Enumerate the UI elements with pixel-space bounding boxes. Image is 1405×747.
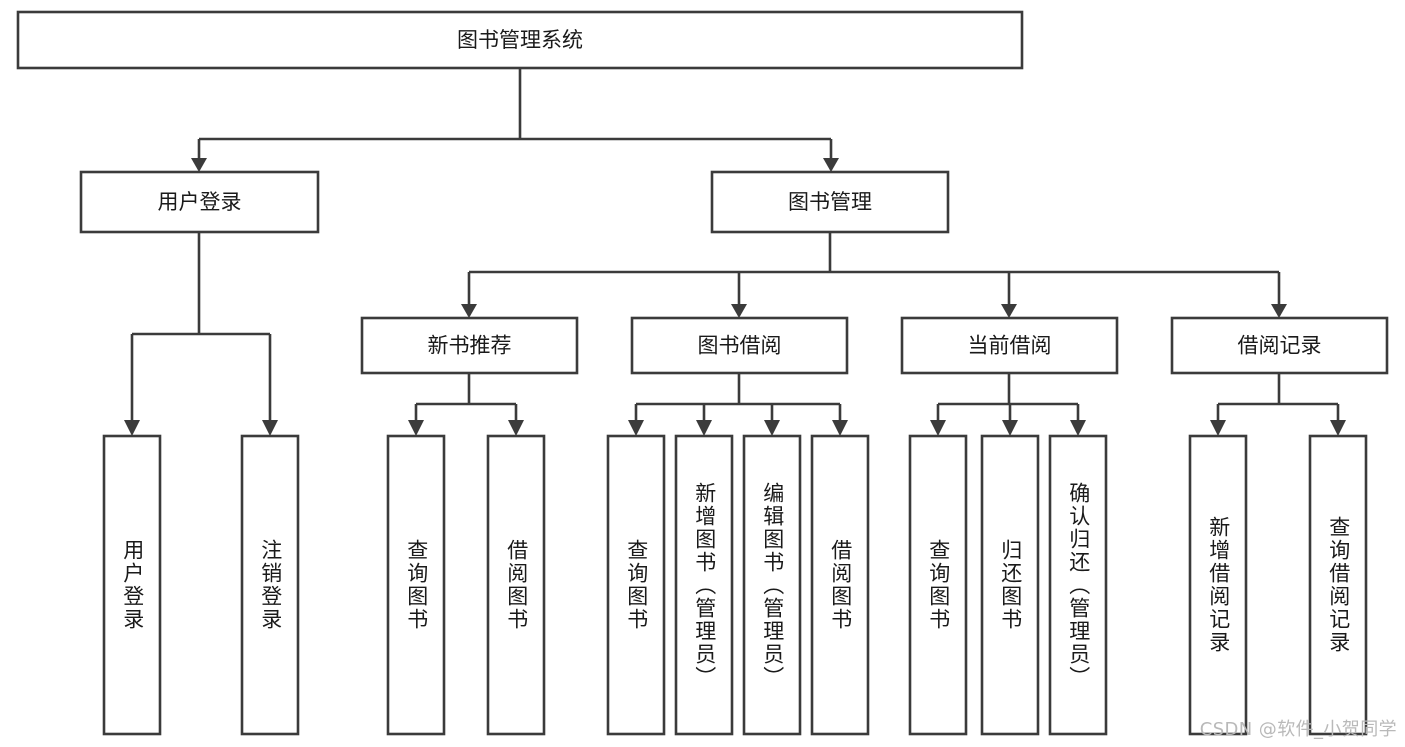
leaf-box[interactable] [486,434,546,736]
node-user-login[interactable]: 用户登录 [79,170,320,234]
node-root-label: 图书管理系统 [457,28,583,52]
arrowhead-icon [191,158,207,172]
node-book-management-label: 图书管理 [788,190,872,214]
leaf-box[interactable] [240,434,300,736]
arrowhead-icon [1002,420,1018,436]
leaf-box[interactable] [1308,434,1368,736]
node-new-book-recommend-label: 新书推荐 [428,334,512,358]
node-borrow-record[interactable]: 借阅记录 [1170,316,1389,375]
arrowhead-icon [1330,420,1346,436]
arrowhead-icon [1070,420,1086,436]
leaf-boxes [102,434,1368,736]
node-book-management[interactable]: 图书管理 [710,170,950,234]
node-user-login-label: 用户登录 [158,190,242,214]
leaf-box[interactable] [606,434,666,736]
arrowhead-icon [930,420,946,436]
connector-new-book-rec-to-leaves [408,373,524,436]
arrowhead-icon [1271,304,1287,318]
arrowhead-icon [696,420,712,436]
watermark: CSDN @软件_小贺同学 [1199,719,1397,740]
connector-book-mgmt-to-level3 [461,232,1287,318]
leaf-box[interactable] [1188,434,1248,736]
arrowhead-icon [124,420,140,436]
arrowhead-icon [823,158,839,172]
connector-current-borrow-to-leaves [930,373,1086,436]
arrowhead-icon [628,420,644,436]
node-borrow-record-label: 借阅记录 [1238,334,1322,358]
leaf-box[interactable] [102,434,162,736]
leaf-box[interactable] [908,434,968,736]
arrowhead-icon [508,420,524,436]
arrowhead-icon [731,304,747,318]
arrowhead-icon [764,420,780,436]
node-current-borrow[interactable]: 当前借阅 [900,316,1119,375]
arrowhead-icon [832,420,848,436]
node-new-book-recommend[interactable]: 新书推荐 [360,316,579,375]
connector-root-to-level2 [191,68,839,172]
arrowhead-icon [262,420,278,436]
arrowhead-icon [408,420,424,436]
leaf-box[interactable] [674,434,734,736]
connector-user-login-to-leaves [124,232,278,436]
arrowhead-icon [1210,420,1226,436]
node-root[interactable]: 图书管理系统 [16,10,1024,70]
node-book-borrow-label: 图书借阅 [698,334,782,358]
leaf-box[interactable] [742,434,802,736]
arrowhead-icon [461,304,477,318]
leaf-box[interactable] [386,434,446,736]
node-book-borrow[interactable]: 图书借阅 [630,316,849,375]
connector-borrow-record-to-leaves [1210,373,1346,436]
leaf-box[interactable] [810,434,870,736]
arrowhead-icon [1001,304,1017,318]
connector-book-borrow-to-leaves [628,373,848,436]
node-current-borrow-label: 当前借阅 [968,334,1052,358]
leaf-box[interactable] [980,434,1040,736]
leaf-box[interactable] [1048,434,1108,736]
